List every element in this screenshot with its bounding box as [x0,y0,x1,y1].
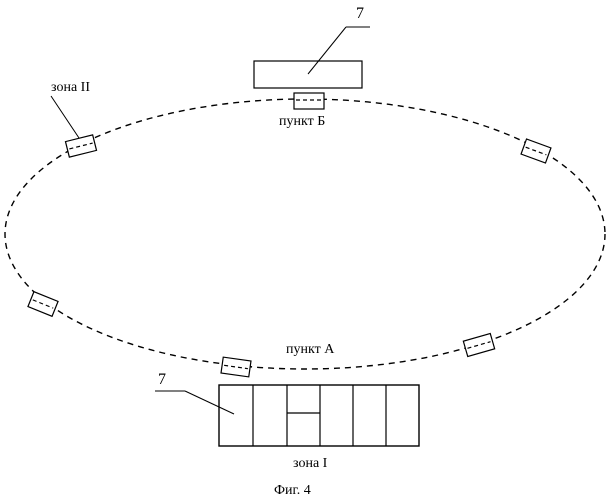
ref-label-bottom: 7 [158,371,166,388]
zone-ii-label: зона II [51,80,90,95]
track-loop [5,99,605,369]
carriage-zone-ii [65,135,96,157]
carriage-right-lower [463,333,494,356]
carriage-point-a [221,357,251,377]
zone-i-label: зона I [293,456,328,471]
ref-label-top: 7 [356,5,364,22]
station-block-bottom [219,385,419,446]
figure-caption: Фиг. 4 [274,483,311,498]
point-b-label: пункт Б [279,114,325,129]
station-block-top [254,61,362,88]
point-a-label: пункт А [286,342,335,357]
carriage-point-b [294,93,324,109]
zone-ii-leader [51,96,81,141]
